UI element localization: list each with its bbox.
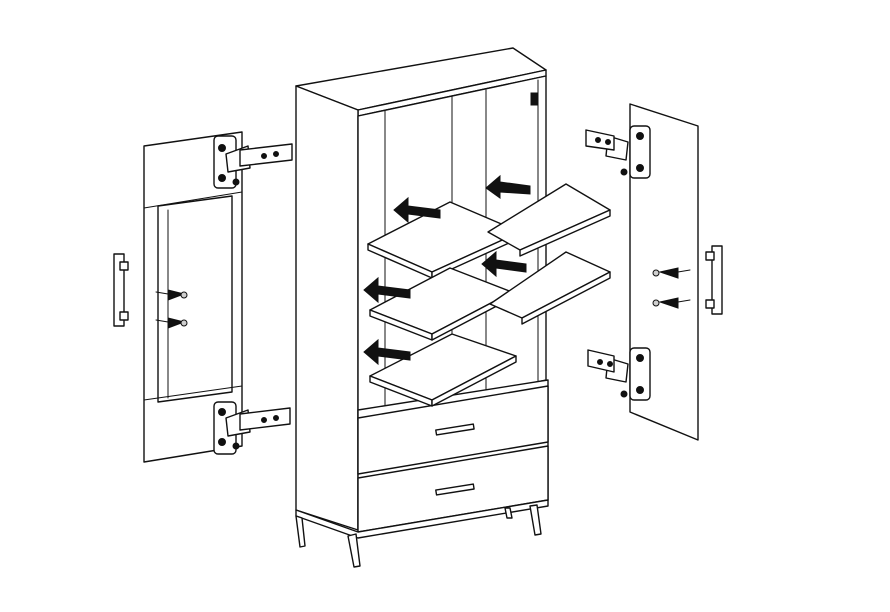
- cabinet-side-panel: [295, 85, 359, 531]
- handle-right-cap-bottom: [705, 299, 715, 309]
- handle-left-bar: [113, 253, 125, 327]
- handle-right-icon: [705, 245, 723, 315]
- screw-icon: [155, 289, 188, 301]
- shelves: [367, 183, 611, 407]
- leg-back-right: [504, 507, 513, 519]
- door-left: [143, 131, 243, 463]
- arrow-icon: [363, 276, 411, 304]
- arrows: [363, 174, 531, 366]
- hinge-mount-icon: [530, 92, 538, 106]
- leg-front-right: [529, 504, 542, 536]
- hinge-icon: [213, 135, 293, 189]
- screw-icon: [652, 267, 691, 279]
- leg-back-left: [295, 515, 306, 548]
- hinge-icon: [587, 347, 651, 401]
- shelf-4-edge: [521, 271, 611, 325]
- screw-icon: [155, 317, 188, 329]
- drawer-top-handle-icon: [435, 423, 475, 436]
- door-left-glass-frame: [157, 195, 233, 403]
- arrow-icon: [393, 196, 441, 224]
- shelf-2-edge: [519, 209, 611, 257]
- drawer-bottom-handle-icon: [435, 483, 475, 496]
- cabinet: [295, 47, 549, 568]
- arrow-icon: [485, 174, 531, 199]
- door-left-rail-top: [143, 191, 243, 209]
- handle-left-icon: [113, 253, 129, 327]
- leg-front-left: [347, 533, 361, 568]
- arrow-icon: [481, 250, 527, 278]
- hinge-icon: [585, 125, 651, 179]
- hinge-icon: [213, 401, 291, 455]
- handle-right-bar: [711, 245, 723, 315]
- shelf-5-edge-front: [431, 355, 517, 407]
- screw-icon: [652, 297, 691, 309]
- door-left-rail-bottom: [143, 385, 243, 401]
- handle-left-cap-top: [119, 261, 129, 271]
- arrow-icon: [363, 338, 411, 366]
- handle-right-cap-top: [705, 251, 715, 261]
- handle-left-cap-bottom: [119, 311, 129, 321]
